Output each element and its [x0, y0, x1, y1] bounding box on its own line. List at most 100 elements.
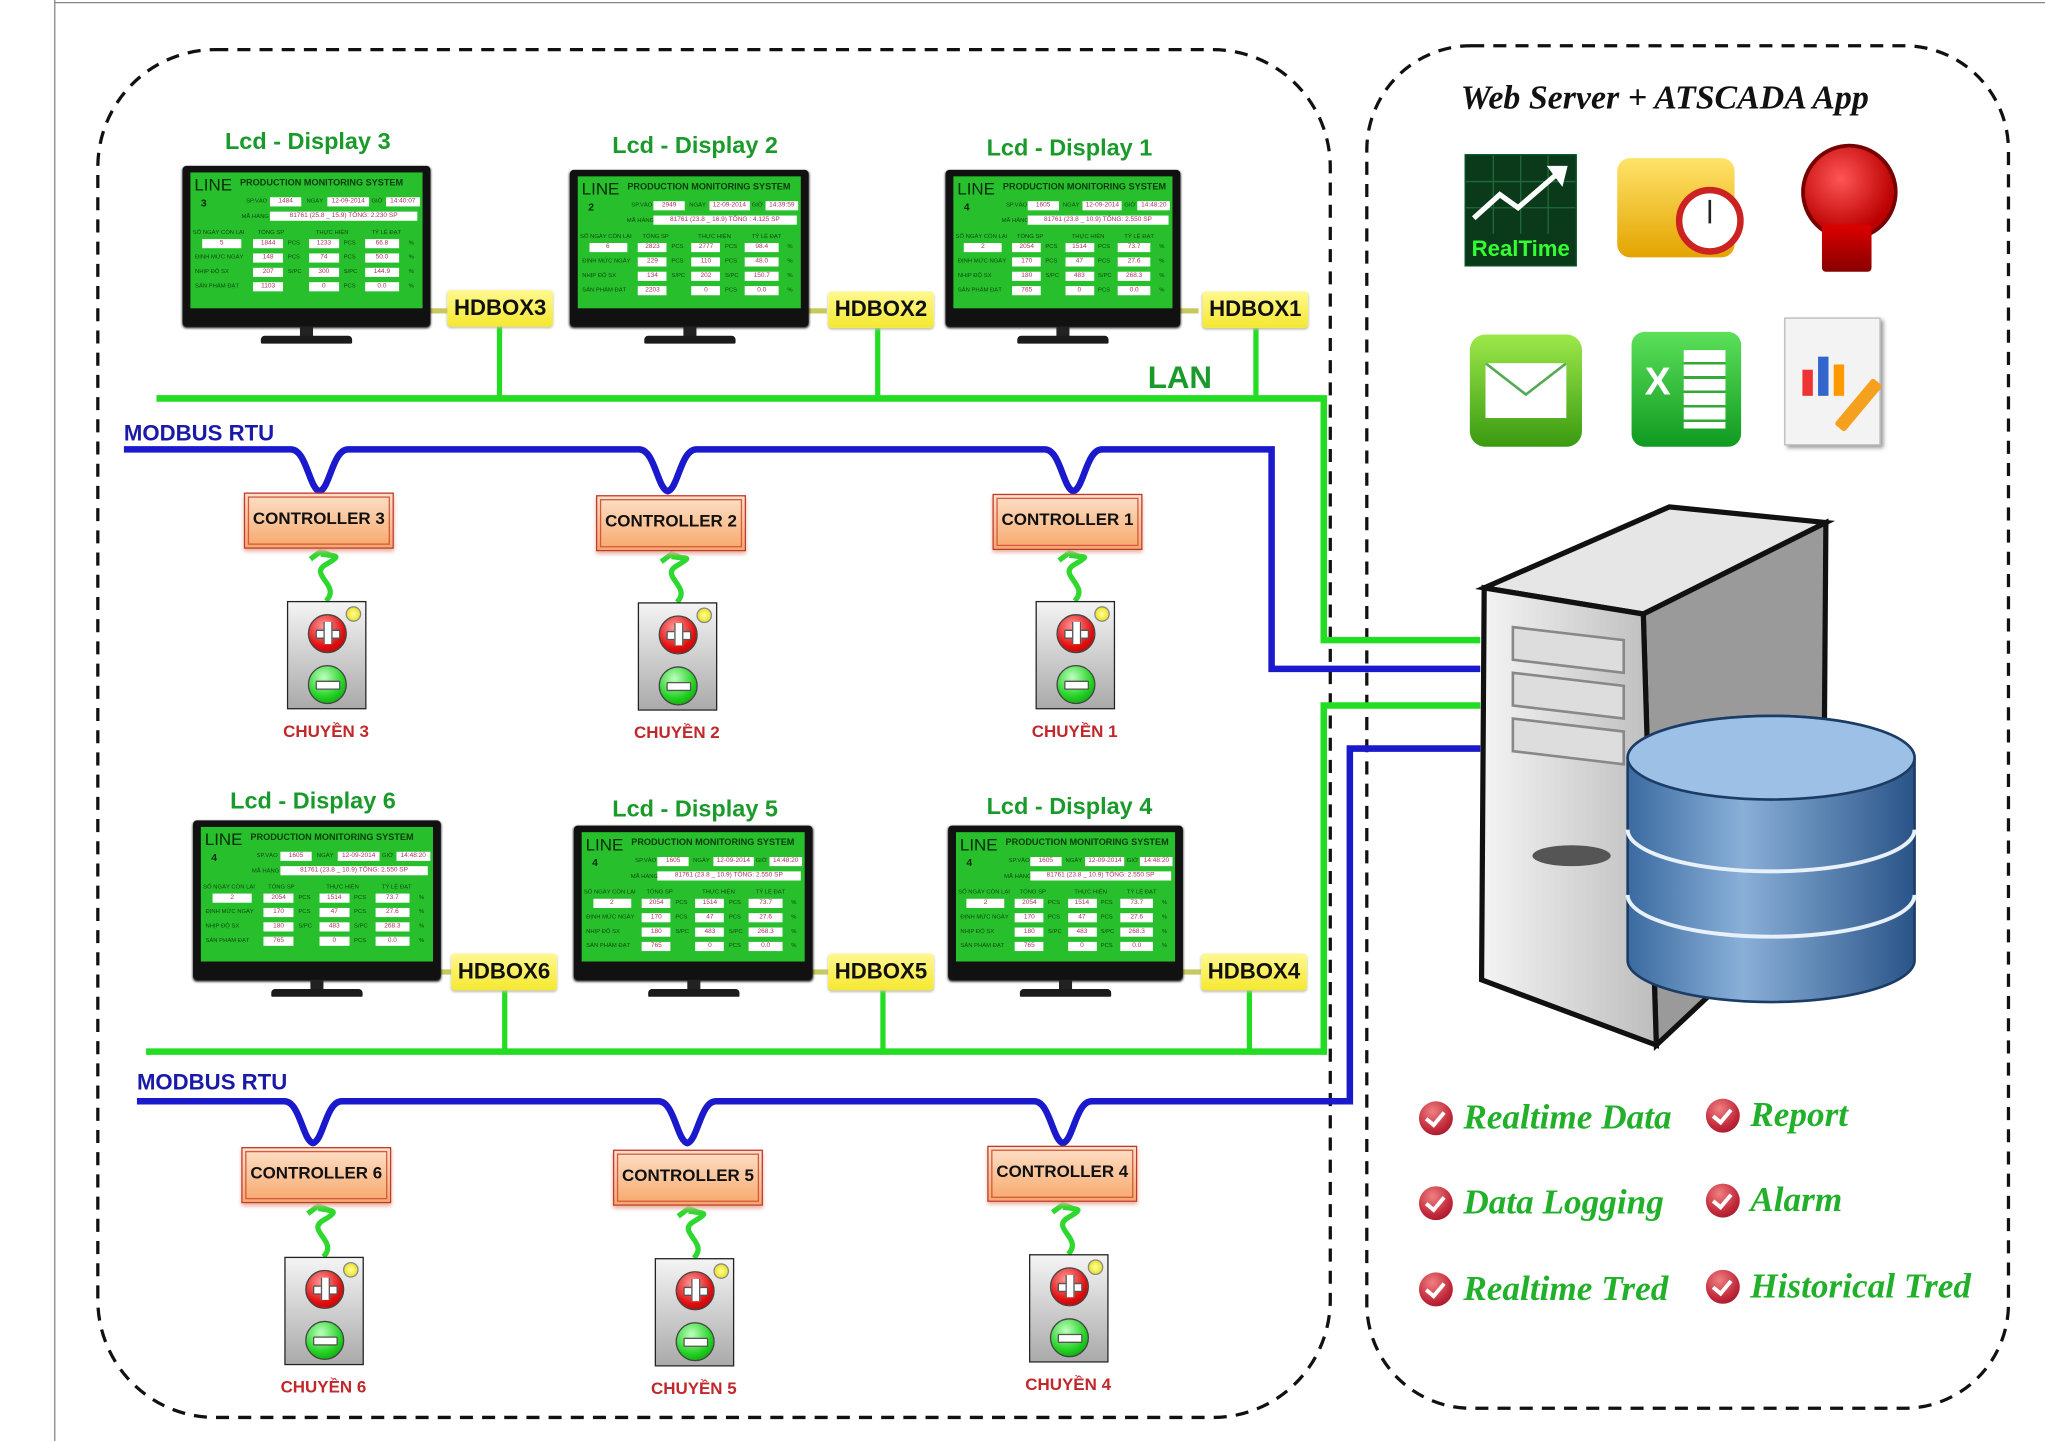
lcd-row-label: ĐỊNH MỨC NGÀY: [960, 913, 1009, 920]
monitor-neck: [1056, 326, 1070, 338]
minus-button-icon[interactable]: [305, 1320, 345, 1360]
push-button-panel[interactable]: [284, 1256, 364, 1366]
lcd-unit: %: [787, 271, 793, 279]
lcd-value: 2: [592, 898, 631, 908]
lcd-value: 1605: [1027, 201, 1059, 211]
production-line-label: CHUYỀN 5: [650, 1378, 737, 1398]
lan-line-top: [156, 395, 1481, 644]
lcd-unit: PCS: [1100, 913, 1113, 920]
lcd-unit: %: [419, 922, 425, 929]
minus-button-icon[interactable]: [675, 1322, 715, 1362]
lcd-value: 202: [691, 271, 721, 281]
push-button-panel[interactable]: [637, 602, 718, 711]
lcd-value: 0: [308, 282, 339, 292]
hdbox-hdbox6: HDBOX6: [451, 953, 557, 991]
minus-button-icon[interactable]: [307, 664, 347, 705]
lcd-value: 47: [695, 913, 725, 923]
plus-button-icon[interactable]: [658, 615, 698, 655]
lcd-label: NGÀY: [689, 201, 706, 208]
lcd-value: 81761 (23.8 _ 16.9) TỔNG : 4.125 SP: [653, 215, 797, 225]
lcd-value: 0.0: [364, 282, 400, 292]
lcd-line-number: 4: [966, 856, 973, 869]
controller-box: CONTROLLER 5: [612, 1149, 763, 1206]
lcd-value: 12-09-2014: [713, 856, 754, 867]
modbus-bottom-label: MODBUS RTU: [136, 1069, 288, 1095]
hdbox-hdbox2: HDBOX2: [828, 291, 934, 328]
lcd-label: GIỜ: [1126, 856, 1139, 864]
lcd-value: 765: [1012, 286, 1041, 296]
monitor-stand: [1017, 335, 1109, 344]
lcd-value: 1844: [253, 239, 284, 249]
lcd-value: 180: [1012, 271, 1041, 281]
lcd-value: 1605: [657, 856, 689, 867]
lcd-value: 73.7: [1120, 898, 1154, 908]
lcd-unit: PCS: [343, 282, 356, 289]
lcd-value: 0.0: [745, 286, 779, 296]
minus-button-icon[interactable]: [1056, 664, 1096, 705]
lcd-row-label: SẢN PHẨM ĐẠT: [960, 941, 1005, 949]
lcd-value: 1514: [695, 898, 725, 908]
push-button-panel[interactable]: [286, 600, 367, 710]
plus-button-icon[interactable]: [1049, 1267, 1090, 1307]
lcd-row-label: SẢN PHẨM ĐẠT: [195, 282, 240, 289]
lcd-system-title: PRODUCTION MONITORING SYSTEM: [250, 833, 414, 843]
plus-button-icon[interactable]: [305, 1269, 345, 1310]
production-line-label: CHUYỀN 6: [280, 1376, 367, 1397]
excel-icon: X: [1631, 331, 1742, 447]
lcd-value: 1103: [253, 282, 284, 292]
lcd-value: 170: [641, 913, 671, 923]
lcd-value: 268.3: [1117, 271, 1151, 281]
feature-label: Data Logging: [1463, 1182, 1664, 1222]
lcd-row-label: NHỊP ĐỘ SX: [582, 271, 617, 279]
plus-button-icon[interactable]: [1056, 614, 1096, 654]
lcd-value: 50.0: [364, 253, 400, 263]
plus-button-icon[interactable]: [675, 1271, 715, 1311]
lcd-value: 0.0: [1120, 941, 1154, 952]
indicator-led: [1094, 606, 1110, 622]
minus-button-icon[interactable]: [1049, 1318, 1090, 1358]
lcd-value: 1233: [308, 239, 339, 249]
lcd-value: 180: [641, 927, 671, 937]
lcd-value: 81761 (23.8 _ 10.9) TỔNG: 2.550 SP: [1027, 215, 1169, 225]
lcd-unit: PCS: [1097, 286, 1111, 293]
lcd-label: THỰC HIỆN: [702, 888, 735, 895]
lcd-unit: PCS: [287, 239, 300, 246]
monitor-stand: [1019, 988, 1112, 997]
realtime-chart-icon: RealTime: [1464, 154, 1577, 267]
lcd-row-label: NHỊP ĐỘ SX: [205, 922, 240, 929]
lcd-value: 73.7: [374, 893, 410, 903]
lcd-label: SỐ NGÀY CÒN LẠI: [958, 888, 1010, 895]
server-area-boundary: [1365, 44, 2011, 1410]
check-icon: [1705, 1182, 1740, 1217]
lcd-value: 765: [641, 941, 671, 952]
lcd-value: 1514: [1065, 242, 1094, 253]
lcd-unit: %: [1161, 941, 1168, 949]
display-title: Lcd - Display 1: [986, 134, 1153, 161]
lcd-unit: PCS: [343, 239, 356, 246]
lcd-unit: %: [791, 913, 797, 920]
signal-arrowhead: [1050, 1201, 1077, 1215]
lcd-label: TỶ LỆ ĐẠT: [1124, 232, 1154, 240]
display-title: Lcd - Display 6: [230, 787, 396, 814]
lcd-value: 6: [588, 242, 627, 253]
plus-button-icon[interactable]: [307, 614, 347, 654]
lcd-unit: S/PC: [1047, 927, 1062, 935]
push-button-panel[interactable]: [1029, 1254, 1109, 1363]
lcd-label: TỶ LỆ ĐẠT: [755, 888, 786, 895]
check-icon: [1705, 1098, 1740, 1132]
database-icon: [1625, 714, 1917, 1004]
lcd-value: 47: [1067, 913, 1097, 923]
lcd-value: 0.0: [748, 941, 783, 952]
push-button-panel[interactable]: [654, 1258, 735, 1367]
minus-button-icon[interactable]: [658, 666, 698, 706]
lcd-label: NGÀY: [1062, 201, 1080, 208]
lcd-unit: %: [419, 893, 425, 901]
lcd-unit: S/PC: [354, 922, 368, 929]
lcd-unit: PCS: [354, 936, 367, 944]
lcd-unit: PCS: [298, 893, 311, 901]
lcd-unit: %: [408, 282, 414, 289]
lcd-unit: S/PC: [287, 267, 302, 275]
push-button-panel[interactable]: [1035, 600, 1116, 710]
lcd-value: 0: [695, 941, 725, 952]
